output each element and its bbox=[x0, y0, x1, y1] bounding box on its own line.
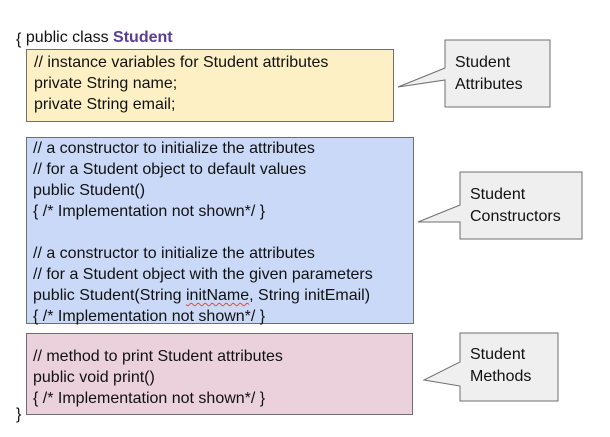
callout-methods-label: Student Methods bbox=[470, 344, 531, 388]
param-constructor-signature: public Student(String initName, String i… bbox=[33, 285, 413, 306]
attributes-field-name: private String name; bbox=[34, 75, 178, 92]
constructor-comment-1: // a constructor to initialize the attri… bbox=[33, 140, 315, 157]
callout-constructors-label: Student Constructors bbox=[470, 184, 561, 228]
attributes-field-email: private String email; bbox=[34, 96, 176, 113]
callout-attributes-line1: Student bbox=[455, 54, 511, 71]
constructor-comment-2: // for a Student object to default value… bbox=[33, 161, 307, 178]
default-constructor-body: { /* Implementation not shown*/ } bbox=[33, 203, 266, 220]
callout-constructors-line1: Student bbox=[470, 186, 526, 203]
callout-attributes-label: Student Attributes bbox=[455, 52, 523, 96]
methods-box: // method to print Student attributes pu… bbox=[26, 333, 413, 415]
param-constructor-body: { /* Implementation not shown*/ } bbox=[33, 308, 266, 325]
callout-methods-line1: Student bbox=[470, 346, 526, 363]
print-method-body: { /* Implementation not shown*/ } bbox=[33, 390, 266, 407]
class-name: Student bbox=[113, 29, 173, 46]
signature-start: public Student(String bbox=[33, 287, 186, 304]
attributes-box: // instance variables for Student attrib… bbox=[26, 49, 394, 122]
methods-comment: // method to print Student attributes bbox=[33, 348, 283, 365]
callout-attributes-line2: Attributes bbox=[455, 76, 523, 93]
constructors-box: // a constructor to initialize the attri… bbox=[26, 137, 414, 325]
close-brace: } bbox=[16, 406, 22, 423]
constructor-comment-4: // for a Student object with the given p… bbox=[33, 266, 373, 283]
default-constructor-signature: public Student() bbox=[33, 182, 146, 199]
class-keyword-text: public class bbox=[25, 29, 114, 46]
callout-methods-line2: Methods bbox=[470, 368, 532, 385]
class-declaration: public class Student bbox=[17, 8, 173, 48]
callout-constructors-line2: Constructors bbox=[470, 208, 561, 225]
signature-end: , String initEmail) bbox=[249, 287, 371, 304]
constructor-comment-3: // a constructor to initialize the attri… bbox=[33, 245, 315, 262]
attributes-comment: // instance variables for Student attrib… bbox=[34, 54, 329, 71]
open-brace: { bbox=[16, 31, 22, 48]
init-name-param: initName bbox=[185, 287, 250, 304]
print-method-signature: public void print() bbox=[33, 369, 155, 386]
